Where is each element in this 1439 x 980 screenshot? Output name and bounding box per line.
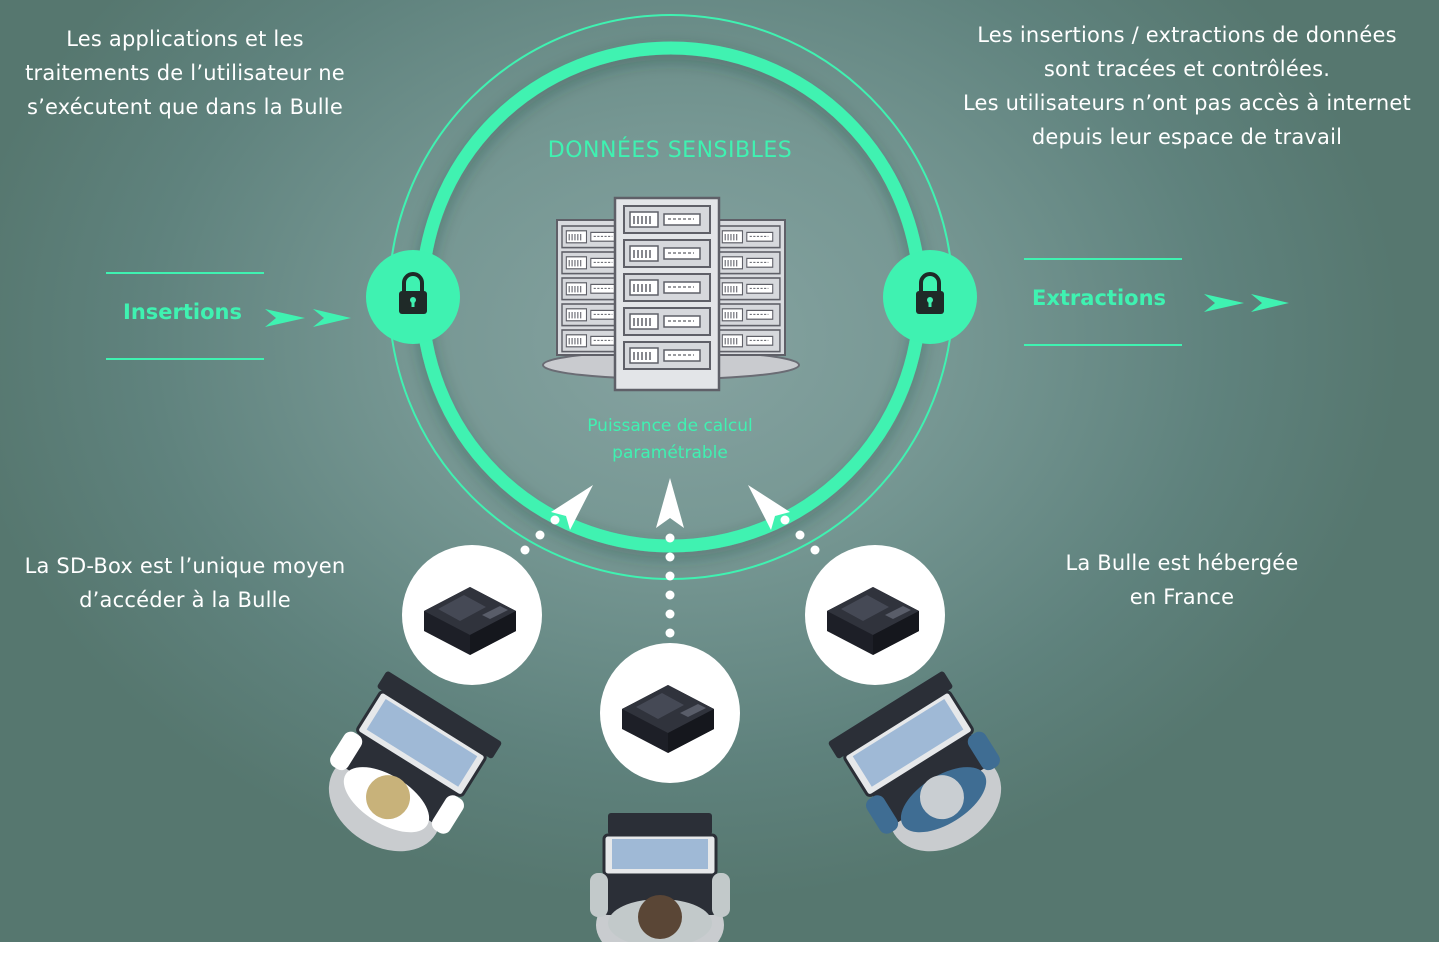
insertions-label: Insertions	[123, 300, 242, 324]
diagram-graphics	[265, 14, 1289, 942]
text-top-left-line-1: Les applications et les	[66, 27, 304, 51]
text-top-right-line-3: Les utilisateurs n’ont pas accès à inter…	[963, 91, 1411, 115]
insertions-line-bottom	[106, 358, 264, 360]
text-top-right-line-1: Les insertions / extractions de données	[977, 23, 1397, 47]
dotted-connection-right	[780, 515, 820, 555]
dotted-connection-left	[520, 515, 560, 555]
text-bottom-right-line-2: en France	[1129, 585, 1235, 609]
arrow-icon-right	[748, 485, 790, 530]
extractions-label: Extractions	[1032, 286, 1167, 310]
text-top-left-line-3: s’exécutent que dans la Bulle	[27, 95, 343, 119]
text-bottom-right: La Bulle est hébergée en France	[1032, 546, 1332, 614]
text-top-left: Les applications et les traitements de l…	[0, 22, 370, 124]
insertions-arrows	[265, 309, 351, 327]
bubble-subtitle: Puissance de calcul paramétrable	[540, 413, 800, 467]
insertions-line-top	[106, 272, 264, 274]
server-rack-icon	[542, 196, 800, 392]
text-top-left-line-2: traitements de l’utilisateur ne	[25, 61, 345, 85]
lock-icon-right	[883, 250, 977, 344]
bubble-title: DONNÉES SENSIBLES	[547, 138, 793, 163]
extractions-line-bottom	[1024, 344, 1182, 346]
extractions-arrows	[1204, 294, 1289, 312]
sd-box-device-icon-center	[600, 643, 740, 783]
sd-box-device-icon-right	[805, 545, 945, 685]
text-bottom-left-line-2: d’accéder à la Bulle	[79, 588, 291, 612]
text-top-right-line-2: sont tracées et contrôlées.	[1043, 57, 1331, 81]
bubble-subtitle-line-1: Puissance de calcul	[587, 416, 753, 436]
dotted-connection-center	[665, 533, 675, 638]
diagram-canvas: Insertions Extractions DONNÉES SENSIBLES…	[0, 0, 1439, 942]
text-bottom-left: La SD-Box est l’unique moyen d’accéder à…	[0, 549, 370, 617]
text-top-right: Les insertions / extractions de données …	[935, 18, 1439, 154]
user-at-laptop-icon-left	[328, 671, 502, 852]
arrow-icon-left	[551, 485, 593, 530]
user-at-laptop-icon-right	[828, 671, 1002, 852]
arrow-icon-center	[656, 478, 684, 528]
text-bottom-left-line-1: La SD-Box est l’unique moyen	[24, 554, 346, 578]
user-at-laptop-icon-center	[590, 813, 730, 942]
text-top-right-line-4: depuis leur espace de travail	[1031, 125, 1343, 149]
sd-box-device-icon-left	[402, 545, 542, 685]
extractions-line-top	[1024, 258, 1182, 260]
bubble-subtitle-line-2: paramétrable	[612, 443, 728, 463]
text-bottom-right-line-1: La Bulle est hébergée	[1065, 551, 1299, 575]
lock-icon-left	[366, 250, 460, 344]
